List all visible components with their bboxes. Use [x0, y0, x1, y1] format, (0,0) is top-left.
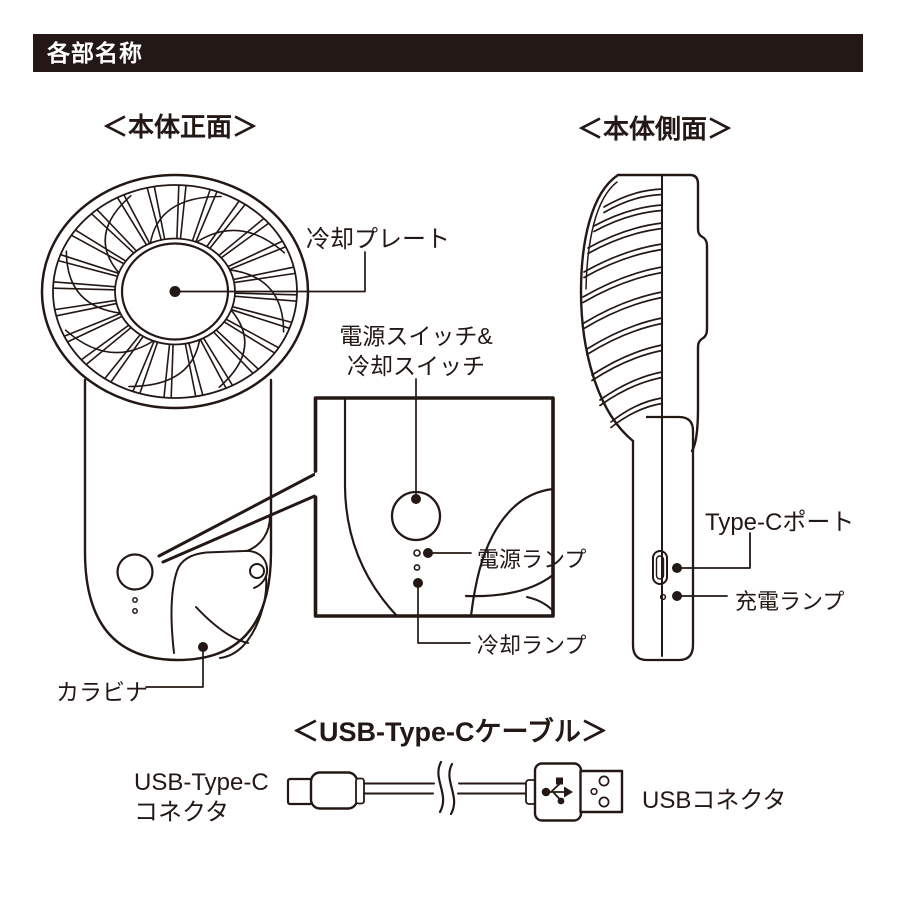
cooling-lamp-leader-dot: [413, 578, 423, 588]
type-c-port-label: Type-Cポート: [705, 509, 855, 536]
section-banner: 各部名称: [33, 34, 863, 72]
cooling-lamp-label: 冷却ランプ: [477, 633, 587, 658]
cooling-lamp-dot: [132, 608, 138, 614]
type-c-port-inner: [655, 555, 665, 580]
usb-c-plug-tip: [286, 777, 314, 806]
carabiner-rivet: [249, 563, 265, 579]
cable-left: [363, 782, 435, 795]
side-view-heading: ＜本体側面＞: [576, 114, 733, 144]
carabiner-clip: [170, 515, 271, 659]
power-lamp-dot: [132, 597, 138, 603]
cable-heading: ＜USB-Type-Cケーブル＞: [292, 717, 608, 747]
usb-trident-icon: [541, 777, 573, 805]
usb-c-plug-collar: [355, 777, 365, 805]
usb-c-label-line1: USB-Type-C: [134, 769, 269, 796]
magnified-cooling-lamp: [413, 564, 421, 571]
side-view-illustration: [579, 173, 751, 662]
usb-a-hole-bottom: [598, 796, 610, 808]
detail-box: [313, 378, 555, 644]
usb-a-hole-top: [598, 775, 610, 787]
cooling-lamp-leader: [417, 587, 471, 644]
cooling-plate-leader: [174, 251, 366, 293]
type-c-port: [652, 550, 668, 585]
magnified-clip-corner: [526, 596, 554, 612]
charge-lamp-label: 充電ランプ: [735, 589, 845, 614]
cable-break-mark: [437, 760, 456, 816]
type-c-leader: [681, 532, 751, 569]
switch-label-line2: 冷却スイッチ: [347, 353, 485, 379]
fan-body-front: [83, 378, 273, 662]
switch-leader-dot: [411, 494, 421, 504]
usb-c-label-line2: コネクタ: [134, 799, 230, 826]
usb-c-connector-label: USB-Type-C コネクタ: [134, 768, 269, 828]
front-view-heading: ＜本体正面＞: [101, 112, 258, 142]
charge-lamp-dot: [659, 593, 667, 601]
carabiner-leader-dot: [198, 642, 208, 652]
fan-grille-spokes: [53, 184, 297, 399]
magnified-clip-top: [464, 573, 555, 598]
power-cooling-switch-label: 電源スイッチ& 冷却スイッチ: [316, 321, 516, 381]
magnified-clip-edge: [469, 487, 555, 618]
side-grille-outline: [579, 173, 635, 443]
usb-c-plug-body: [309, 771, 359, 810]
cable-right: [457, 782, 527, 795]
switch-label-line1: 電源スイッチ&: [339, 323, 493, 349]
cooling-plate-label: 冷却プレート: [306, 226, 450, 253]
usb-a-hole-small: [590, 787, 598, 796]
charge-leader-dot: [672, 591, 682, 601]
front-view-illustration: [40, 173, 555, 688]
usb-cable-illustration: [286, 760, 624, 822]
side-head-outline: [616, 173, 709, 453]
power-lamp-leader-dot: [423, 548, 433, 558]
detail-box-border: [313, 396, 555, 618]
carabiner-label: カラビナ: [56, 679, 148, 705]
side-grille-slats: [582, 188, 663, 429]
callout-line-lower: [161, 493, 319, 564]
usb-connector-label: USBコネクタ: [642, 787, 787, 814]
banner-title: 各部名称: [47, 40, 143, 66]
type-c-leader-dot: [672, 563, 682, 573]
callout-line-upper: [157, 471, 319, 558]
magnified-body-edge: [343, 396, 399, 618]
carabiner-leader: [145, 647, 204, 688]
power-switch-button: [116, 553, 154, 591]
power-lamp-label: 電源ランプ: [477, 547, 587, 572]
side-grille-inner-rim: [585, 181, 618, 290]
magnified-power-lamp: [413, 549, 421, 557]
